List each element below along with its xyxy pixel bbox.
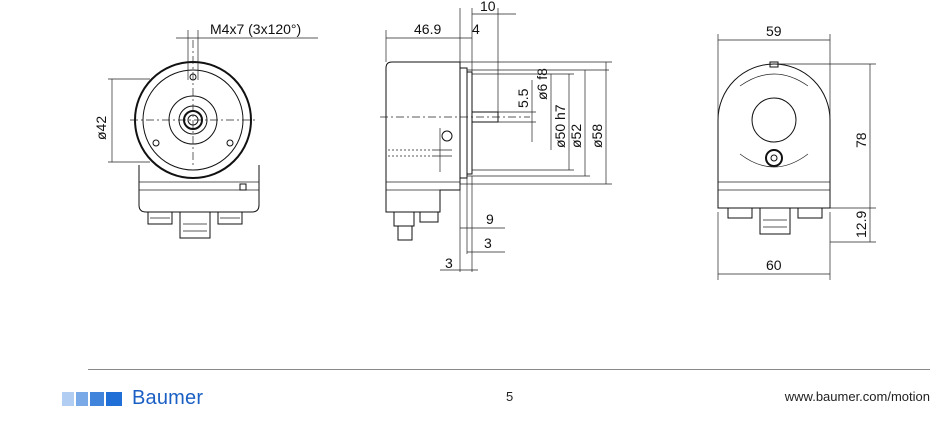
website-link[interactable]: www.baumer.com/motion xyxy=(784,389,930,404)
height-12-9-label: 12.9 xyxy=(853,211,869,238)
thread-dimension-label: M4x7 (3x120°) xyxy=(210,21,301,37)
side-view: 10 46.9 4 5.5 ø6 f8 ø50 h7 ø52 ø58 9 3 3 xyxy=(380,0,612,272)
shaft-diameter-label: ø6 f8 xyxy=(534,68,550,100)
length-10-label: 10 xyxy=(480,0,496,14)
spigot-diameter-label: ø50 h7 xyxy=(552,104,568,148)
technical-drawing: M4x7 (3x120°) ø42 xyxy=(93,0,876,280)
diameter-42-label: ø42 xyxy=(93,116,109,140)
length-5-5-label: 5.5 xyxy=(515,88,531,108)
baumer-logo: Baumer xyxy=(62,387,203,410)
length-3-label-a: 3 xyxy=(484,235,492,251)
height-78-label: 78 xyxy=(853,132,869,148)
diameter-52-label: ø52 xyxy=(568,124,584,148)
width-59-label: 59 xyxy=(766,23,782,39)
front-view: M4x7 (3x120°) ø42 xyxy=(93,21,318,239)
brand-name: Baumer xyxy=(132,387,204,409)
footer-divider xyxy=(88,369,930,370)
width-60-label: 60 xyxy=(766,257,782,273)
logo-bars-icon xyxy=(62,391,122,406)
length-9-label: 9 xyxy=(486,211,494,227)
length-4-label: 4 xyxy=(472,21,480,37)
page-number: 5 xyxy=(506,389,514,404)
diameter-58-label: ø58 xyxy=(589,124,605,148)
length-46-9-label: 46.9 xyxy=(414,21,441,37)
length-3-label-b: 3 xyxy=(445,255,453,271)
rear-view: 59 78 12.9 60 xyxy=(717,23,876,280)
